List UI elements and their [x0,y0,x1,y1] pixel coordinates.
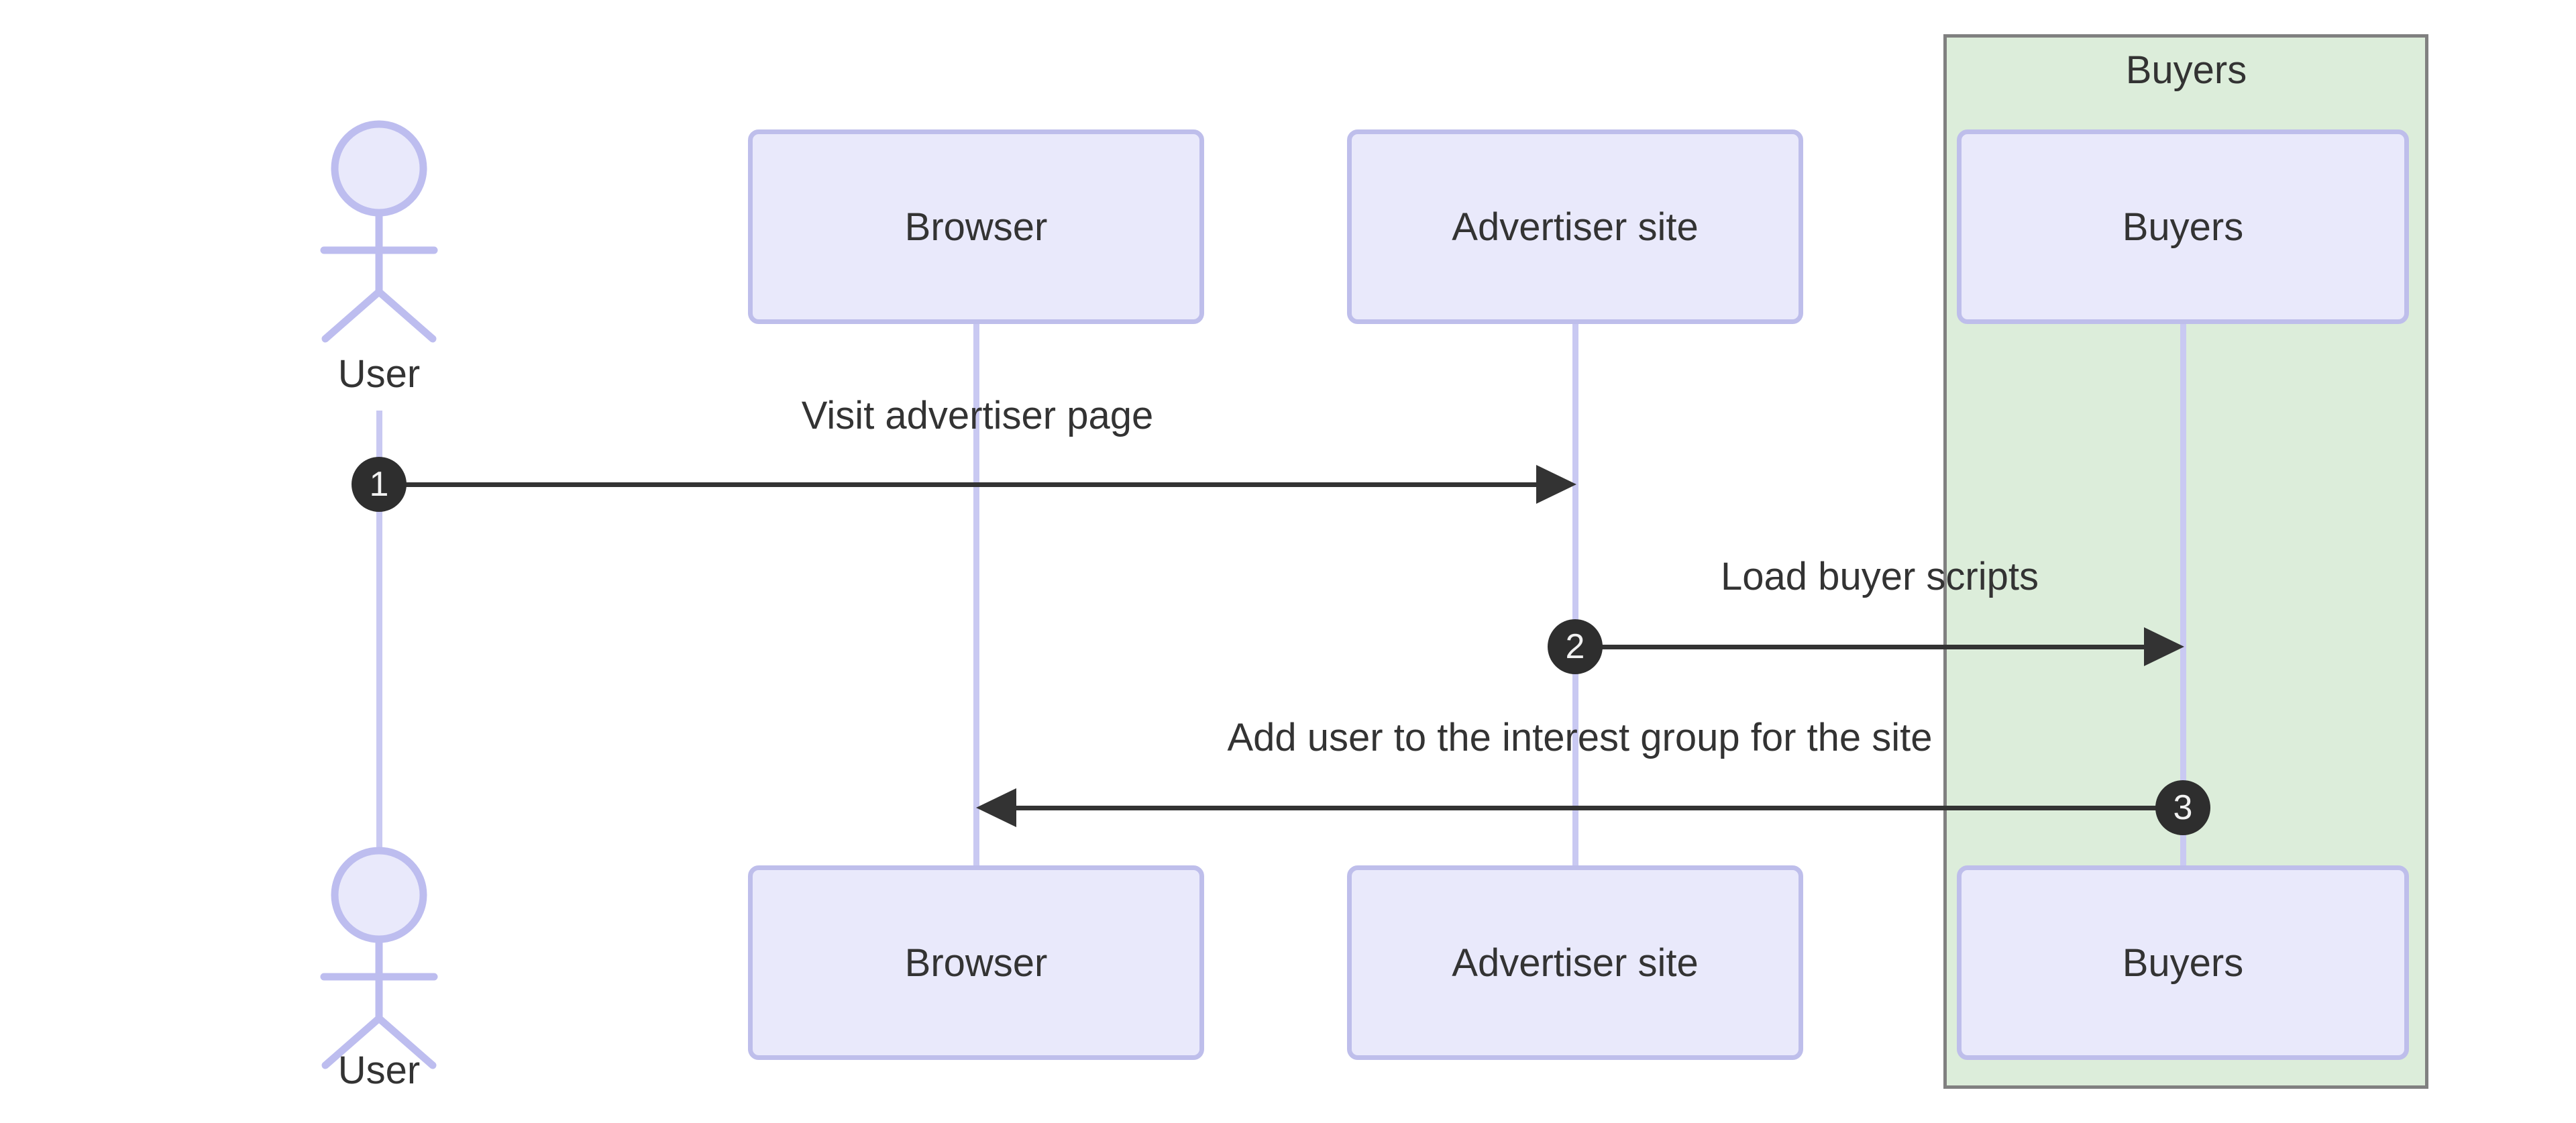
message-label-3: Add user to the interest group for the s… [1227,716,1933,759]
message-label-1: Visit advertiser page [801,394,1154,437]
participant-label: Browser [904,205,1048,249]
participant-box-advertiser-top: Advertiser site [1347,129,1803,324]
actor-label-user-bottom: User [337,1049,421,1092]
participant-box-buyers-top: Buyers [1957,129,2409,324]
sequence-number-badge: 1 [352,457,407,512]
participant-label: Browser [904,941,1048,985]
participant-label: Advertiser site [1452,205,1699,249]
arrowhead-icon [976,788,1016,827]
lifeline-browser [973,324,979,865]
actor-label-user-top: User [337,352,421,396]
participant-box-buyers-bottom: Buyers [1957,865,2409,1060]
message-label-2: Load buyer scripts [1721,555,2039,598]
lifeline-user [376,411,382,849]
participant-box-browser-bottom: Browser [748,865,1204,1060]
message-arrow-1 [379,482,1536,487]
sequence-number-badge: 3 [2155,780,2210,835]
participant-box-advertiser-bottom: Advertiser site [1347,865,1803,1060]
sequence-number-badge: 2 [1548,619,1603,674]
actor-icon [320,120,438,343]
group-title: Buyers [2125,48,2247,92]
participant-label: Buyers [2122,205,2244,249]
arrowhead-icon [2144,627,2184,666]
arrowhead-icon [1536,465,1576,504]
participant-label: Advertiser site [1452,941,1699,985]
actor-icon [320,847,438,1069]
lifeline-advertiser [1572,324,1578,865]
message-arrow-2 [1575,645,2144,649]
lifeline-buyers [2180,324,2186,865]
participant-box-browser-top: Browser [748,129,1204,324]
message-arrow-3 [1015,806,2183,810]
participant-label: Buyers [2122,941,2244,985]
